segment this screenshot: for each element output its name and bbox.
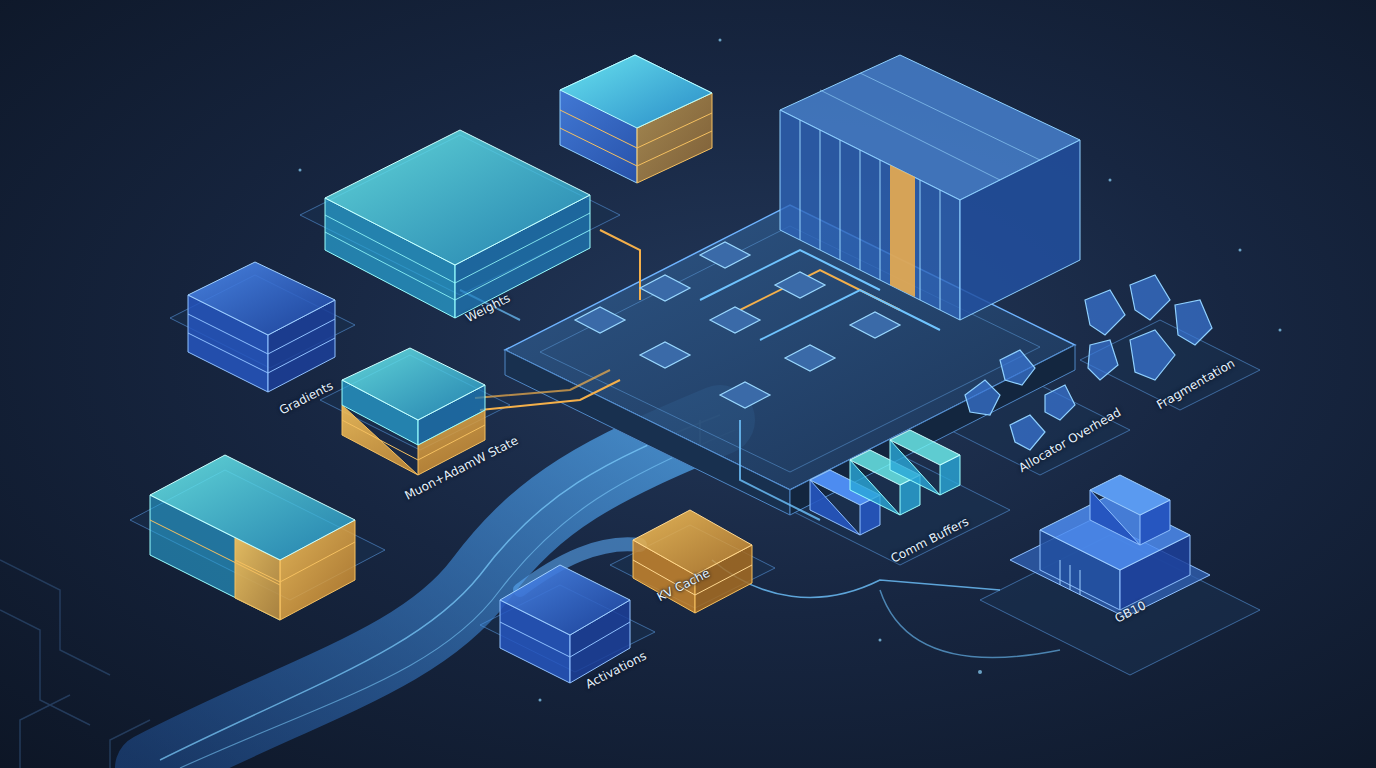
sparkle-dots-part	[978, 670, 982, 674]
sparkle-dots-part	[1279, 329, 1282, 332]
chip-grid-part	[720, 382, 770, 408]
chip-grid-part	[785, 345, 835, 371]
compute-platform-part	[505, 350, 790, 515]
gradients-block-part	[188, 262, 335, 335]
comm-buffer-blocks-part	[890, 430, 960, 465]
gb10-device	[1010, 475, 1210, 617]
chip-grid-part	[775, 272, 825, 298]
memory-rack-part-part	[799, 120, 800, 240]
kv-cache-block	[633, 510, 752, 613]
fragment-crystals-part	[1010, 415, 1045, 450]
sparkle-dots-part	[1109, 179, 1112, 182]
stacked-block-part	[560, 55, 712, 128]
gb10-device-part	[1090, 475, 1170, 515]
circuit-traces-part	[20, 695, 70, 768]
memory-rack-part-part	[860, 73, 1040, 160]
memory-rack-part-part	[839, 140, 840, 260]
activations-block-part	[500, 565, 630, 635]
data-stream-part	[712, 560, 1000, 597]
trace-lines-part	[600, 230, 640, 300]
memory-rack-part	[960, 140, 1080, 320]
trace-lines-part	[740, 420, 820, 520]
data-stream-part	[880, 590, 1060, 658]
weights-block-part-part	[325, 213, 590, 283]
stacked-block-part-part	[560, 110, 712, 148]
trace-lines-part	[475, 370, 610, 398]
sparkle-dots-part	[1239, 249, 1242, 252]
memory-rack-part-part	[820, 90, 1000, 180]
chip-grid-part	[575, 307, 625, 333]
gradients-block-part	[188, 314, 335, 373]
sparkle-dots	[299, 39, 1282, 702]
kv-cache-block-part	[633, 510, 752, 575]
sparkle-dots-part	[299, 169, 302, 172]
trace-lines-part	[760, 290, 940, 340]
chip-grid-part	[710, 307, 760, 333]
sparkle-dots-part	[539, 699, 542, 702]
stacked-block-part-part	[560, 128, 712, 166]
stacked-block-part	[560, 55, 712, 183]
stacked-block-part-part	[150, 520, 280, 585]
stacked-block	[150, 455, 355, 620]
fragment-crystals-part	[965, 380, 1000, 415]
weights-block-part	[325, 130, 590, 265]
memory-rack-part-part	[819, 130, 820, 250]
gradients-block	[188, 262, 335, 392]
gb10-device-part	[1060, 560, 1080, 595]
memory-rack-part	[800, 120, 940, 310]
fragment-crystals-part	[1130, 330, 1175, 380]
fragment-crystals-part	[1088, 340, 1118, 380]
chip-grid-part	[700, 242, 750, 268]
gb10-device-part-part	[1060, 560, 1080, 595]
sparkle-dots-part	[719, 39, 722, 42]
chip-grid-part	[850, 312, 900, 338]
fragment-crystals-part	[1130, 275, 1170, 320]
fragment-crystals-part	[1085, 290, 1125, 335]
weights-block-part	[325, 213, 590, 300]
sparkle-dots-part	[879, 639, 882, 642]
memory-rack-part	[820, 73, 1040, 180]
chip-grid-part	[640, 275, 690, 301]
data-stream-part	[150, 420, 720, 768]
comm-buffer-blocks	[810, 430, 960, 535]
activations-block-part	[500, 622, 630, 657]
optimizer-state-block-part	[342, 420, 485, 460]
label-plates	[130, 135, 1260, 675]
fragment-crystals-part	[1175, 300, 1212, 345]
chip-grid	[575, 242, 900, 408]
weights-block-part-part	[325, 230, 590, 300]
memory-rack-part-part	[879, 160, 880, 280]
memory-rack-part-part	[859, 150, 860, 270]
optimizer-state-block-part	[342, 348, 485, 420]
memory-rack-part	[890, 165, 915, 297]
stacked-block-part	[150, 520, 355, 585]
memory-rack-part-part	[919, 180, 920, 300]
stacked-block	[560, 55, 712, 183]
compute-platform-part	[790, 345, 1075, 515]
gradients-block-part-part	[188, 314, 335, 354]
fragment-crystals-part	[1045, 385, 1075, 420]
gradients-block-part-part	[188, 333, 335, 373]
optimizer-state-block	[342, 348, 485, 475]
weights-block	[325, 130, 590, 318]
stacked-block-part	[560, 110, 712, 166]
circuit-traces	[0, 560, 150, 768]
stacked-block-part-part	[235, 542, 355, 582]
data-stream	[150, 415, 1060, 768]
memory-rack	[780, 55, 1080, 320]
memory-rack-part-part	[939, 190, 940, 310]
fragment-crystals-part	[1000, 350, 1035, 385]
stacked-block-part	[150, 455, 355, 560]
chip-grid-part	[640, 342, 690, 368]
